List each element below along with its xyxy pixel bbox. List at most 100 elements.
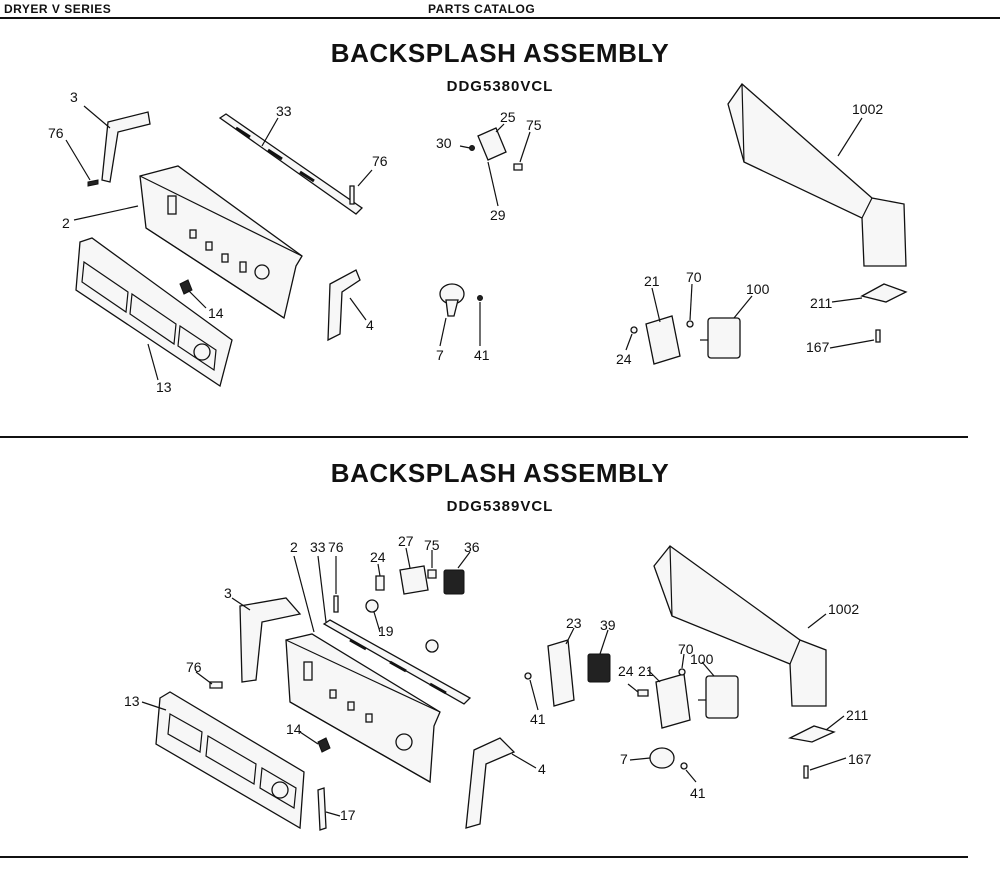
callout-41: 41 (530, 711, 546, 727)
callout-27: 27 (398, 533, 414, 549)
part-76-screw-left (87, 179, 99, 187)
callout-14: 14 (286, 721, 302, 737)
callout-76: 76 (372, 153, 388, 169)
callout-21: 21 (638, 663, 654, 679)
part-76-screw-left (209, 681, 223, 689)
part-4-bracket (465, 737, 516, 829)
section-2-title: BACKSPLASH ASSEMBLY (330, 458, 670, 488)
section-1-title: BACKSPLASH ASSEMBLY (330, 38, 670, 68)
section-divider-rule (0, 436, 968, 438)
callout-33: 33 (276, 103, 292, 119)
part-39-switch (587, 653, 611, 683)
callout-167: 167 (806, 339, 830, 355)
part-17-rod (317, 787, 327, 831)
part-7-thermostat (649, 747, 675, 769)
part-24-screw (375, 575, 385, 591)
callout-211: 211 (810, 295, 833, 311)
callout-76: 76 (186, 659, 202, 675)
part-21-mounting-plate (655, 673, 691, 729)
callout-167: 167 (848, 751, 872, 767)
part-41-clip-left (524, 672, 532, 680)
part-36-switch (443, 569, 465, 595)
part-76-screw-top (333, 595, 339, 613)
part-4-bracket (327, 269, 361, 342)
callout-41: 41 (690, 785, 706, 801)
catalog-series-label: DRYER V SERIES (4, 2, 112, 16)
callout-7: 7 (436, 347, 444, 363)
callout-24: 24 (618, 663, 634, 679)
callout-4: 4 (538, 761, 546, 777)
callout-3: 3 (70, 89, 78, 105)
part-23-plate (547, 639, 575, 707)
part-27-plate (399, 565, 429, 595)
section-2-exploded-diagram: 2 33 76 24 27 75 36 3 19 76 13 14 17 4 2… (124, 533, 872, 831)
callout-29: 29 (490, 207, 506, 223)
part-24-screw-b (637, 689, 649, 697)
section-2-model: DDG5389VCL (446, 498, 554, 515)
callout-3: 3 (224, 585, 232, 601)
part-13-faceplate (155, 691, 305, 830)
part-33-strip (218, 113, 364, 215)
callout-14: 14 (208, 305, 224, 321)
section-1-leader-lines (65, 105, 875, 381)
part-13-faceplate (75, 237, 233, 388)
section-1-exploded-diagram: 3 76 2 33 76 14 13 4 30 25 75 29 7 41 10… (48, 83, 908, 395)
callout-13: 13 (124, 693, 140, 709)
part-7-thermostat (439, 283, 465, 317)
part-211-bracket (787, 725, 836, 743)
part-1002-backsplash-cover (653, 545, 827, 707)
callout-24: 24 (370, 549, 386, 565)
header-rule (0, 17, 1000, 19)
callout-36: 36 (464, 539, 480, 555)
callout-21: 21 (644, 273, 660, 289)
section-1-model: DDG5380VCL (446, 78, 554, 95)
callout-7: 7 (620, 751, 628, 767)
part-70-screw (686, 320, 694, 328)
part-19-knobs (365, 599, 439, 653)
part-211-bracket (860, 283, 908, 303)
part-33-strip (322, 619, 472, 705)
part-167-screw (803, 765, 809, 779)
part-75-screw (427, 569, 437, 579)
part-3-bracket (101, 111, 151, 183)
callout-39: 39 (600, 617, 616, 633)
part-24-screw (630, 326, 638, 334)
callout-70: 70 (678, 641, 694, 657)
callout-24: 24 (616, 351, 632, 367)
callout-4: 4 (366, 317, 374, 333)
callout-100: 100 (690, 651, 714, 667)
callout-25: 25 (500, 109, 516, 125)
part-41-clip-right (680, 762, 688, 770)
callout-2: 2 (62, 215, 70, 231)
part-3-bracket (239, 597, 302, 683)
callout-76: 76 (328, 539, 344, 555)
callout-23: 23 (566, 615, 582, 631)
part-1002-backsplash-cover (727, 83, 907, 267)
callout-41: 41 (474, 347, 490, 363)
callout-13: 13 (156, 379, 172, 395)
footer-rule (0, 856, 968, 858)
callout-1002: 1002 (828, 601, 859, 617)
part-2-control-panel (285, 633, 441, 784)
callout-2: 2 (290, 539, 298, 555)
part-100-timer-motor (698, 675, 739, 719)
part-14-knob (317, 737, 331, 753)
part-100-timer-motor (700, 317, 741, 359)
callout-17: 17 (340, 807, 356, 823)
callout-100: 100 (746, 281, 770, 297)
callout-75: 75 (526, 117, 542, 133)
callout-30: 30 (436, 135, 452, 151)
part-41-clip (477, 295, 483, 301)
callout-70: 70 (686, 269, 702, 285)
callout-75: 75 (424, 537, 440, 553)
part-70-screw (678, 668, 686, 676)
part-21-mounting-plate (645, 315, 681, 365)
switch-group-25 (469, 127, 523, 171)
callout-76: 76 (48, 125, 64, 141)
part-76-screw-right (349, 185, 355, 205)
part-167-screw (875, 329, 881, 343)
callout-211: 211 (846, 707, 869, 723)
part-2-control-panel (139, 165, 303, 320)
catalog-title-label: PARTS CATALOG (428, 2, 536, 16)
